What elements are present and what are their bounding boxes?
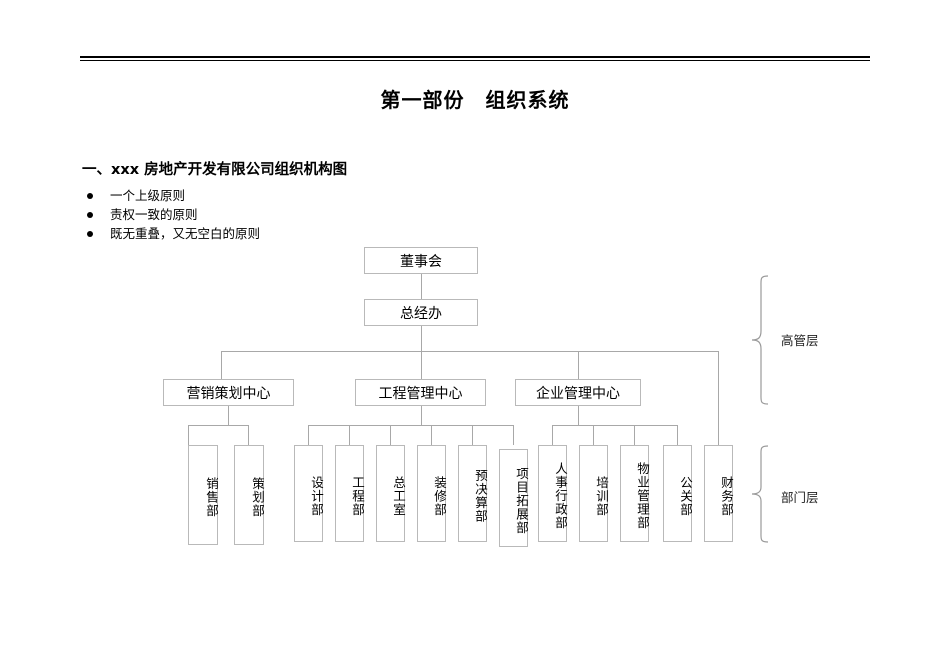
principles-list: 一个上级原则 责权一致的原则 既无重叠，又无空白的原则 <box>84 186 260 243</box>
connector-to-training <box>593 425 594 445</box>
brace-label-executive: 高管层 <box>781 333 819 348</box>
list-item: 一个上级原则 <box>84 186 260 205</box>
node-dept-finance: 财务部 <box>704 445 734 542</box>
node-dept-design: 设计部 <box>294 445 324 542</box>
connector-bus-to-marketing <box>221 351 222 379</box>
page-title: 第一部份 组织系统 <box>380 88 570 112</box>
connector-gm-stem <box>421 326 422 351</box>
list-item: 责权一致的原则 <box>84 205 260 224</box>
connector-to-pr <box>677 425 678 445</box>
node-dept-decoration: 装修部 <box>417 445 447 542</box>
connector-to-design <box>308 425 309 445</box>
node-board: 董事会 <box>364 247 478 274</box>
node-dept-chief-engineer: 总工室 <box>376 445 406 542</box>
connector-to-chief-engineer <box>390 425 391 445</box>
brace-department <box>750 445 772 543</box>
brace-executive <box>750 275 772 405</box>
connector-bus-to-enterprise <box>578 351 579 379</box>
node-dept-planning: 策划部 <box>234 445 265 545</box>
connector-board-to-gm <box>421 274 422 299</box>
header-rule <box>80 56 870 61</box>
connector-enterprise-stem <box>578 406 579 425</box>
node-center-marketing: 营销策划中心 <box>163 379 294 406</box>
header-rule-gap <box>80 58 870 60</box>
header-rule-thin <box>80 60 870 61</box>
node-dept-project-dev: 项目拓展部 <box>499 449 529 547</box>
node-dept-property: 物业管理部 <box>620 445 650 542</box>
node-gm-office: 总经办 <box>364 299 478 326</box>
connector-to-engineering-dept <box>349 425 350 445</box>
connector-to-decoration <box>431 425 432 445</box>
connector-engineering-bus <box>308 425 513 426</box>
node-center-engineering: 工程管理中心 <box>355 379 486 406</box>
connector-bus-to-engineering <box>421 351 422 379</box>
connector-marketing-stem <box>228 406 229 425</box>
header-rule-thick <box>80 56 870 58</box>
connector-to-planning <box>248 425 249 445</box>
connector-to-hr-admin <box>552 425 553 445</box>
connector-enterprise-bus <box>552 425 677 426</box>
connector-marketing-bus <box>188 425 248 426</box>
node-dept-sales: 销售部 <box>188 445 219 545</box>
connector-bus-to-finance <box>718 351 719 445</box>
node-dept-hr-admin: 人事行政部 <box>538 445 568 542</box>
brace-label-department: 部门层 <box>781 490 819 505</box>
connector-to-budget <box>472 425 473 445</box>
section-heading: 一、xxx 房地产开发有限公司组织机构图 <box>82 162 348 178</box>
list-item: 既无重叠，又无空白的原则 <box>84 224 260 243</box>
node-dept-budget: 预决算部 <box>458 445 488 542</box>
connector-to-sales <box>188 425 189 445</box>
connector-level1-bus <box>221 351 718 352</box>
connector-to-property <box>634 425 635 445</box>
node-center-enterprise: 企业管理中心 <box>515 379 641 406</box>
connector-to-project-dev <box>513 425 514 445</box>
node-dept-training: 培训部 <box>579 445 609 542</box>
node-dept-pr: 公关部 <box>663 445 693 542</box>
connector-engineering-stem <box>421 406 422 425</box>
node-dept-engineering: 工程部 <box>335 445 365 542</box>
